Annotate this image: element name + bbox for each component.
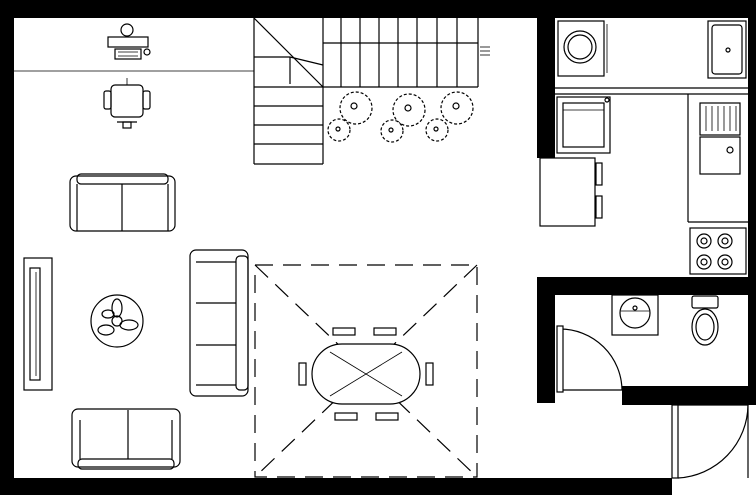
counter-table-icon <box>539 157 603 227</box>
living-area <box>23 173 249 470</box>
bathroom-door-icon[interactable] <box>556 325 623 393</box>
dining-chairs <box>298 327 434 421</box>
toilet-icon <box>691 295 719 346</box>
kitchen-bath-wall <box>537 277 756 295</box>
tv-unit-icon <box>23 257 53 391</box>
computer-icon <box>107 23 151 60</box>
office-chair-icon <box>103 78 151 129</box>
plant-icon <box>425 91 474 142</box>
kitchen-left-wall <box>537 18 555 158</box>
dining-area <box>254 264 478 478</box>
right-wall <box>748 0 756 405</box>
rug-outline <box>254 264 478 478</box>
kitchen-sink-icon <box>699 102 741 175</box>
sofa-bottom-icon <box>71 408 181 470</box>
sofa-icon <box>69 173 176 232</box>
bathroom <box>556 294 719 393</box>
sink-icon <box>707 20 747 79</box>
plant-icon <box>327 91 373 142</box>
left-wall <box>0 0 14 495</box>
bath-left-wall <box>537 277 555 403</box>
washing-machine-icon <box>557 20 608 77</box>
staircase-icon <box>253 17 490 165</box>
stove-icon <box>689 227 747 275</box>
bath-bottom-wall <box>622 386 756 405</box>
plant-icon <box>380 93 426 143</box>
sofa-right-icon <box>189 249 249 397</box>
kitchen <box>539 20 748 275</box>
plants <box>327 91 474 143</box>
bottom-wall <box>0 478 672 495</box>
coffee-table-icon <box>90 294 144 348</box>
desk-area <box>14 23 254 129</box>
dining-table-icon <box>311 343 421 405</box>
top-wall <box>0 0 756 18</box>
oven-icon <box>556 96 611 154</box>
washbasin-icon <box>611 294 659 336</box>
entrance-door-icon[interactable] <box>671 404 749 479</box>
